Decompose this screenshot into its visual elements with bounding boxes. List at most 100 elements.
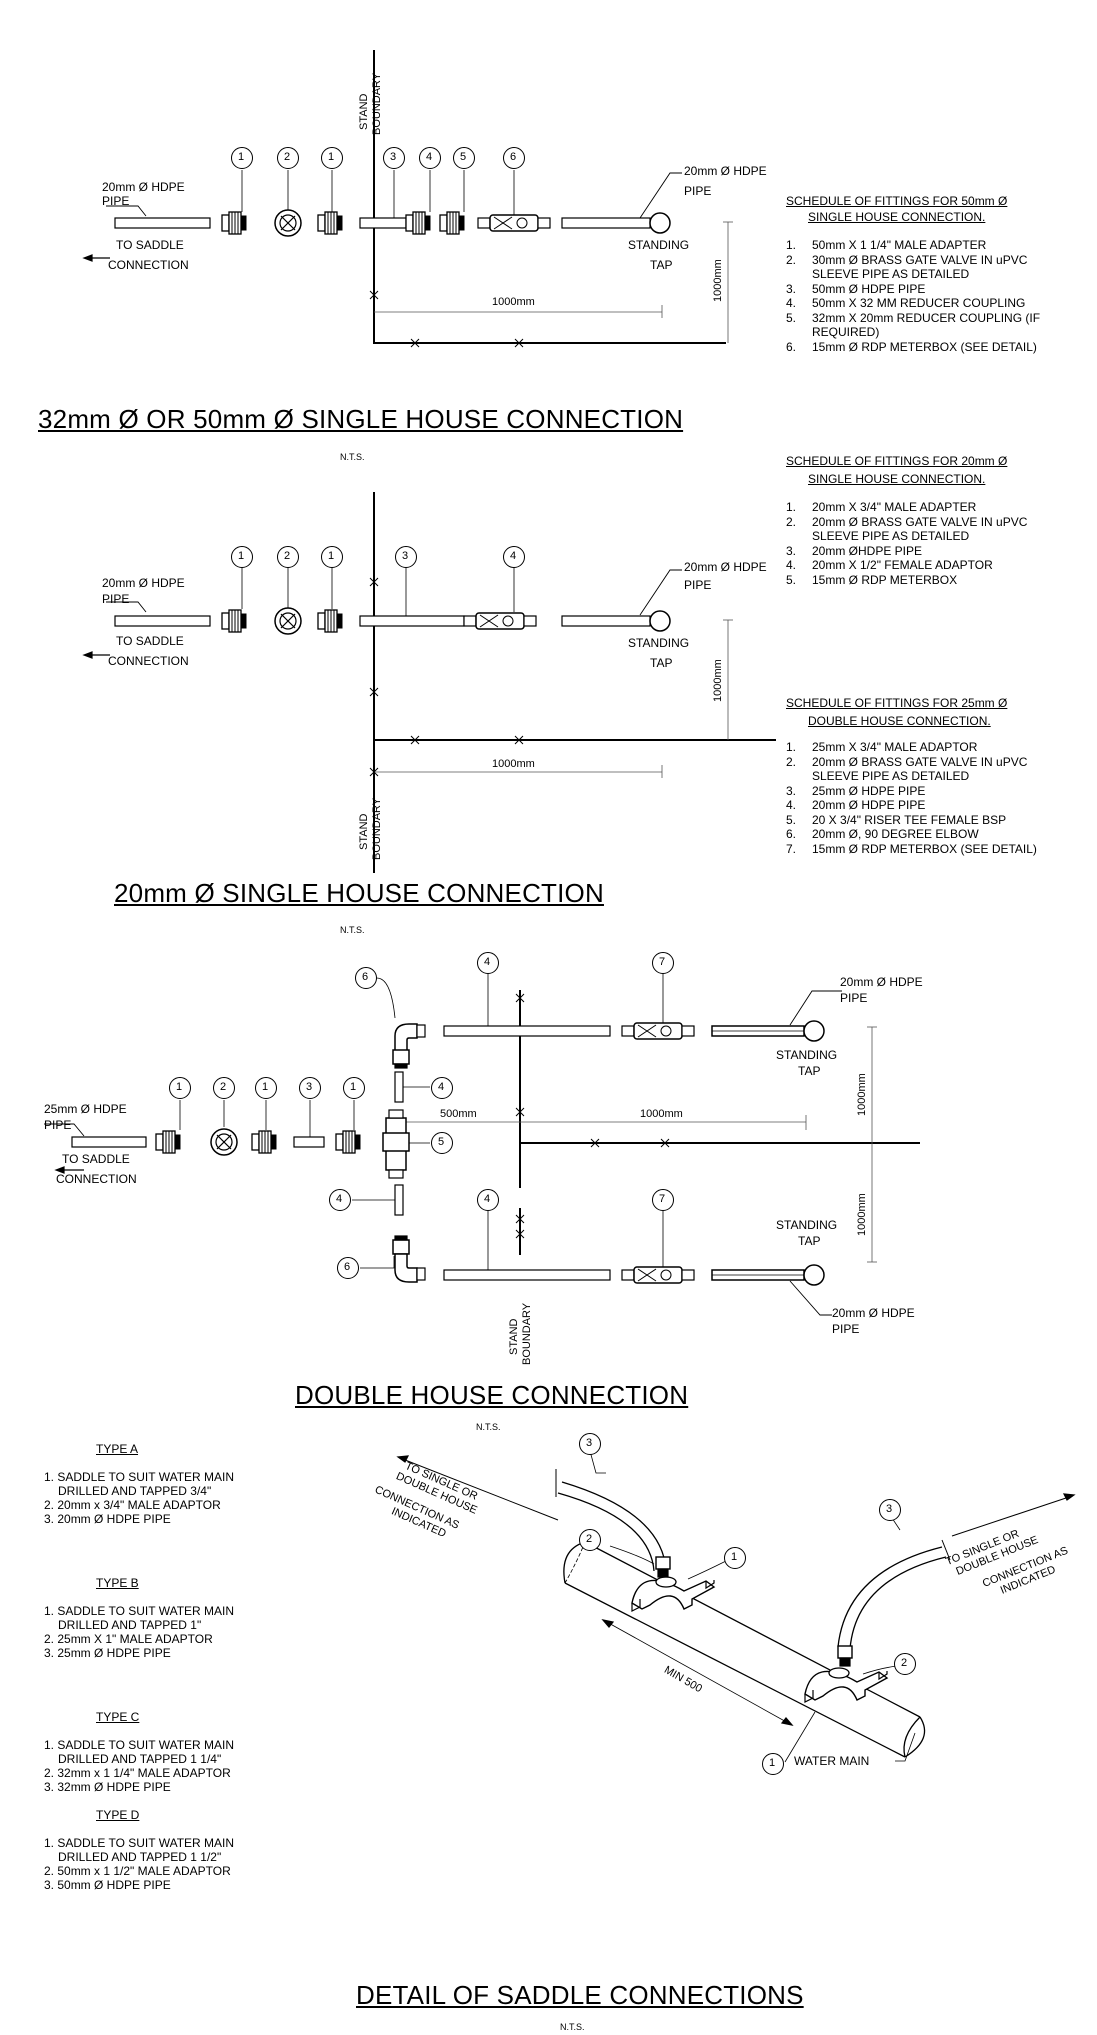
type-a-line: 1. SADDLE TO SUIT WATER MAIN [44, 1470, 235, 1484]
tap-top-label-2: TAP [798, 1064, 821, 1078]
callout-circle-icon [879, 1499, 901, 1521]
stand-label: STAND [358, 93, 370, 130]
callout-2-left: 2 [578, 1528, 602, 1557]
stand-label: STAND [358, 813, 370, 850]
boundary-label: BOUNDARY [521, 1302, 533, 1365]
schedule-item: 2.20mm Ø BRASS GATE VALVE IN uPVC SLEEVE… [786, 754, 1028, 784]
callout-circle-icon [503, 147, 525, 169]
type-b-line: 2. 25mm X 1" MALE ADAPTOR [44, 1632, 213, 1646]
saddle-label: TO SADDLE [62, 1152, 130, 1166]
callout-5: 5 [430, 1131, 454, 1160]
callout-circle-icon [503, 546, 525, 568]
type-b-line: 3. 25mm Ø HDPE PIPE [44, 1646, 171, 1660]
type-a-line: 3. 20mm Ø HDPE PIPE [44, 1512, 171, 1526]
pipe-right-label-2: PIPE [684, 184, 712, 198]
callout-circle-icon [419, 147, 441, 169]
callout-1c: 1 [342, 1076, 366, 1105]
schedule-item: 4.20mm Ø HDPE PIPE [786, 798, 926, 812]
callout-circle-icon [337, 1257, 359, 1279]
nts-label: N.T.S. [476, 1422, 501, 1432]
callout-6-top: 6 [354, 966, 378, 995]
callout-circle-icon [579, 1433, 601, 1455]
section-title-32-50: 32mm Ø OR 50mm Ø SINGLE HOUSE CONNECTION [38, 404, 684, 434]
type-c-line: DRILLED AND TAPPED 1 1/4" [58, 1752, 222, 1766]
callout-circle-icon [321, 147, 343, 169]
dim-1000-h: 1000mm [492, 296, 535, 308]
type-c-line: 2. 32mm x 1 1/4" MALE ADAPTOR [44, 1766, 231, 1780]
callout-circle-icon [255, 1077, 277, 1099]
tap-label: STANDING [628, 636, 690, 650]
callout-circle-icon [762, 1753, 784, 1775]
callout-1: 1 [168, 1076, 192, 1105]
schedule-item: 1.25mm X 3/4" MALE ADAPTOR [786, 740, 978, 754]
callout-circle-icon [652, 952, 674, 974]
schedule-item: 4.50mm X 32 MM REDUCER COUPLING [786, 296, 1026, 310]
schedule-25-list: 1.25mm X 3/4" MALE ADAPTOR 2.20mm Ø BRAS… [786, 740, 1076, 856]
schedule-50-title-2: SINGLE HOUSE CONNECTION. [808, 210, 986, 224]
pipe-left-label-2: PIPE [102, 194, 130, 208]
type-d-line: DRILLED AND TAPPED 1 1/2" [58, 1850, 222, 1864]
callout-circle-icon [213, 1077, 235, 1099]
schedule-item: 2.30mm Ø BRASS GATE VALVE IN uPVC SLEEVE… [786, 252, 1028, 282]
saddle-label-2: CONNECTION [108, 258, 189, 272]
callout-3: 3 [394, 545, 418, 574]
callout-2: 2 [276, 545, 300, 574]
type-c-heading: TYPE C [96, 1710, 140, 1724]
callout-circle-icon [299, 1077, 321, 1099]
pipe-left-label-2: PIPE [44, 1118, 72, 1132]
callout-circle-icon [231, 147, 253, 169]
callout-4-top: 4 [430, 1076, 454, 1105]
type-d-heading: TYPE D [96, 1808, 140, 1822]
callout-1b: 1 [254, 1076, 278, 1105]
callout-circle-icon [453, 147, 475, 169]
boundary-label: BOUNDARY [371, 72, 383, 135]
callout-7-top: 7 [651, 951, 675, 980]
pipe-left-label: 20mm Ø HDPE [102, 576, 185, 590]
callout-circle-icon [652, 1189, 674, 1211]
type-a-heading: TYPE A [96, 1442, 139, 1456]
callout-1: 1 [230, 146, 254, 175]
schedule-item: 5.20 X 3/4" RISER TEE FEMALE BSP [786, 812, 1007, 827]
saddle-label: TO SADDLE [116, 634, 184, 648]
schedule-item: 5.15mm Ø RDP METERBOX [786, 572, 958, 587]
dim-1000-h: 1000mm [492, 758, 535, 770]
nts-label: N.T.S. [560, 2022, 585, 2032]
callout-6: 6 [502, 146, 526, 175]
callout-circle-icon [477, 1189, 499, 1211]
callout-4: 4 [502, 545, 526, 574]
type-a-block: TYPE A 1. SADDLE TO SUIT WATER MAIN DRIL… [44, 1442, 304, 1526]
nts-label: N.T.S. [340, 925, 365, 935]
callout-1b: 1 [320, 146, 344, 175]
type-b-line: 1. SADDLE TO SUIT WATER MAIN [44, 1604, 235, 1618]
type-d-line: 3. 50mm Ø HDPE PIPE [44, 1878, 171, 1892]
callout-circle-icon [343, 1077, 365, 1099]
tap-top-label: STANDING [776, 1048, 838, 1062]
nts-label: N.T.S. [340, 452, 365, 462]
type-d-line: 1. SADDLE TO SUIT WATER MAIN [44, 1836, 235, 1850]
type-b-block: TYPE B 1. SADDLE TO SUIT WATER MAIN DRIL… [44, 1576, 304, 1660]
callout-circle-icon [231, 546, 253, 568]
schedule-item: 4.20mm X 1/2" FEMALE ADAPTOR [786, 558, 993, 572]
pipe-left-label: 25mm Ø HDPE [44, 1102, 127, 1116]
callout-4-pipe-bottom: 4 [476, 1188, 500, 1217]
tap-bottom-label: STANDING [776, 1218, 838, 1232]
schedule-item: 3.20mm ØHDPE PIPE [786, 543, 923, 558]
section-title-20: 20mm Ø SINGLE HOUSE CONNECTION [114, 878, 604, 908]
dim-1000-h: 1000mm [640, 1108, 683, 1120]
callout-circle-icon [355, 967, 377, 989]
schedule-item: 5.32mm X 20mm REDUCER COUPLING (IF REQUI… [786, 310, 1041, 340]
callout-3: 3 [298, 1076, 322, 1105]
schedule-item: 3.50mm Ø HDPE PIPE [786, 281, 926, 296]
schedule-item: 3.25mm Ø HDPE PIPE [786, 783, 926, 798]
schedule-25-title: SCHEDULE OF FITTINGS FOR 25mm Ø [786, 696, 1008, 710]
callout-4: 4 [418, 146, 442, 175]
schedule-20-title: SCHEDULE OF FITTINGS FOR 20mm Ø [786, 454, 1008, 468]
callout-3: 3 [382, 146, 406, 175]
type-a-line: DRILLED AND TAPPED 3/4" [58, 1484, 212, 1498]
pipe-left-label-2: PIPE [102, 592, 130, 606]
callout-1-bottom: 1 [761, 1752, 785, 1781]
callout-circle-icon [321, 546, 343, 568]
type-d-block: TYPE D 1. SADDLE TO SUIT WATER MAIN DRIL… [44, 1808, 304, 1892]
callout-1: 1 [230, 545, 254, 574]
